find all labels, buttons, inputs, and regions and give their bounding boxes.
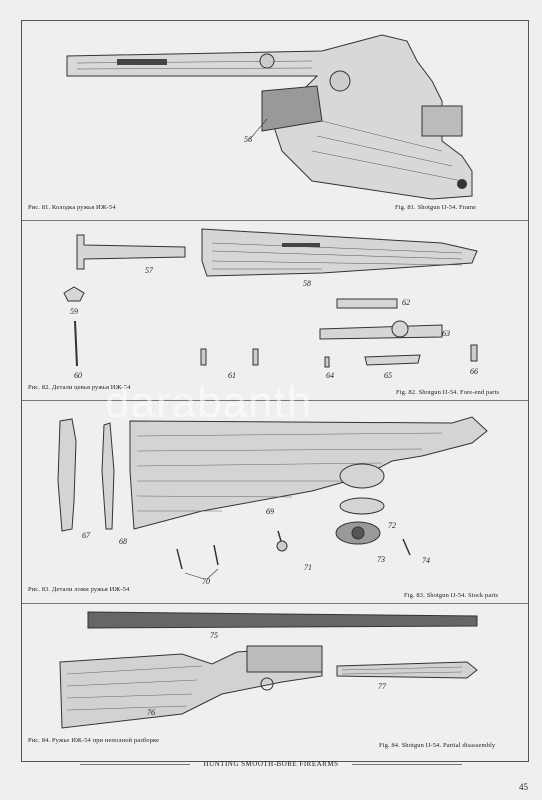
part-label-68: 68 [119, 537, 127, 546]
part-label-65: 65 [384, 371, 392, 380]
figure-83-caption-ru: Рис. 83. Детали ложи ружья ИЖ-54 [28, 586, 130, 593]
part-label-66: 66 [470, 367, 478, 376]
part-label-70: 70 [202, 577, 210, 586]
page-number: 45 [519, 782, 528, 792]
figure-82-panel: 57 58 59 60 61 62 63 64 65 66 [22, 221, 528, 399]
part-label-62: 62 [402, 298, 410, 307]
part-label-57: 57 [145, 266, 153, 275]
figure-81-panel: 56 [22, 21, 528, 219]
stock-illustration [57, 416, 488, 580]
part-label-76: 76 [147, 708, 155, 717]
partial-disassembly-illustration [59, 611, 478, 729]
part-label-75: 75 [210, 631, 218, 640]
part-label-63: 63 [442, 329, 450, 338]
part-label-77: 77 [378, 682, 386, 691]
part-label-58: 58 [303, 279, 311, 288]
figure-84-panel: 75 76 77 [22, 604, 528, 754]
part-label-69: 69 [266, 507, 274, 516]
part-label-67: 67 [82, 531, 90, 540]
frame-illustration [66, 34, 473, 200]
part-label-72: 72 [388, 521, 396, 530]
figure-83-caption-en: Fig. 83. Shotgun IJ-54. Stock parts [404, 592, 499, 599]
footer-title: HUNTING SMOOTH-BORE FIREARMS [203, 760, 339, 768]
part-label-64: 64 [326, 371, 334, 380]
figure-84-caption-ru: Рис. 84. Ружье ИЖ-54 при неполной разбор… [28, 737, 160, 744]
part-label-73: 73 [377, 555, 385, 564]
part-label-56: 56 [244, 135, 252, 144]
part-label-60: 60 [74, 371, 82, 380]
part-label-74: 74 [422, 556, 430, 565]
part-label-59: 59 [70, 307, 78, 316]
figure-81-caption-en: Fig. 81. Shotgun IJ-54. Frame [395, 204, 477, 211]
figure-84-caption-en: Fig. 84. Shotgun IJ-54. Partial disassem… [379, 742, 496, 749]
figure-82-caption-en: Fig. 82. Shotgun IJ-54. Fore-end parts [396, 389, 500, 396]
watermark: darabanth [105, 378, 313, 427]
page-frame [21, 20, 529, 762]
separator [22, 220, 528, 221]
figure-82-caption-ru: Рис. 82. Детали цевья ружья ИЖ-54 [28, 384, 131, 391]
figure-81-caption-ru: Рис. 81. Колодка ружья ИЖ-54 [28, 204, 116, 211]
fore-end-illustration [63, 228, 478, 368]
figure-83-panel: 67 68 69 70 71 72 73 74 [22, 401, 528, 601]
separator [22, 400, 528, 401]
part-label-61: 61 [228, 371, 236, 380]
separator [22, 603, 528, 604]
running-footer: HUNTING SMOOTH-BORE FIREARMS [0, 760, 542, 768]
part-label-71: 71 [304, 563, 312, 572]
